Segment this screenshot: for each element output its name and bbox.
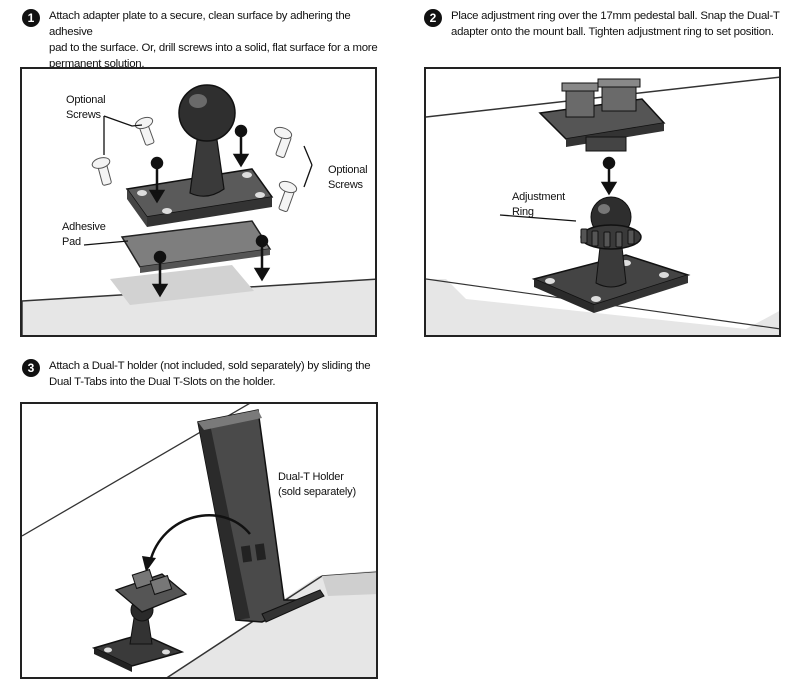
step-text-line: Place adjustment ring over the 17mm pede… [451, 10, 780, 22]
step-number-badge: 3 [22, 359, 40, 377]
callout-optional-screws-left: Optional Screws [66, 93, 106, 123]
callout-adhesive-pad: Adhesive Pad [62, 220, 106, 250]
step-text-line: adapter onto the mount ball. Tighten adj… [451, 26, 774, 38]
step-3-instruction: 3 Attach a Dual-T holder (not included, … [22, 358, 392, 390]
callout-line: Adhesive [62, 221, 106, 233]
step-text-line: Dual T-Tabs into the Dual T-Slots on the… [49, 376, 276, 388]
callout-line: Screws [66, 109, 101, 121]
callout-dual-t-holder: Dual-T Holder (sold separately) [278, 470, 356, 500]
step-2-illustration: Adjustment Ring [424, 67, 781, 337]
dual-t-holder-drawing [22, 404, 376, 677]
step-3-illustration: Dual-T Holder (sold separately) [20, 402, 378, 679]
step-text-line: Attach a Dual-T holder (not included, so… [49, 360, 371, 372]
callout-line: Optional [328, 164, 368, 176]
callout-line: Ring [512, 206, 534, 218]
callout-line: Dual-T Holder [278, 471, 344, 483]
adapter-plate-drawing [22, 84, 375, 335]
step-1-instruction: 1 Attach adapter plate to a secure, clea… [22, 8, 382, 72]
step-text-line: pad to the surface. Or, drill screws int… [49, 42, 378, 54]
step-2-text: Place adjustment ring over the 17mm pede… [451, 8, 780, 40]
callout-optional-screws-right: Optional Screws [328, 163, 368, 193]
callout-line: Optional [66, 94, 106, 106]
step-1-text: Attach adapter plate to a secure, clean … [49, 8, 382, 72]
step-text-line: Attach adapter plate to a secure, clean … [49, 10, 351, 38]
step-1-illustration: Optional Screws Optional Screws Adhesive… [20, 67, 377, 337]
step-2-instruction: 2 Place adjustment ring over the 17mm pe… [424, 8, 794, 40]
adjustment-ring-drawing [426, 76, 779, 335]
callout-line: Adjustment [512, 191, 566, 203]
callout-line: (sold separately) [278, 486, 356, 498]
callout-line: Pad [62, 236, 81, 248]
step-number-badge: 1 [22, 9, 40, 27]
step-3-text: Attach a Dual-T holder (not included, so… [49, 358, 371, 390]
step-number-badge: 2 [424, 9, 442, 27]
callout-line: Screws [328, 179, 363, 191]
callout-adjustment-ring: Adjustment Ring [512, 190, 565, 220]
